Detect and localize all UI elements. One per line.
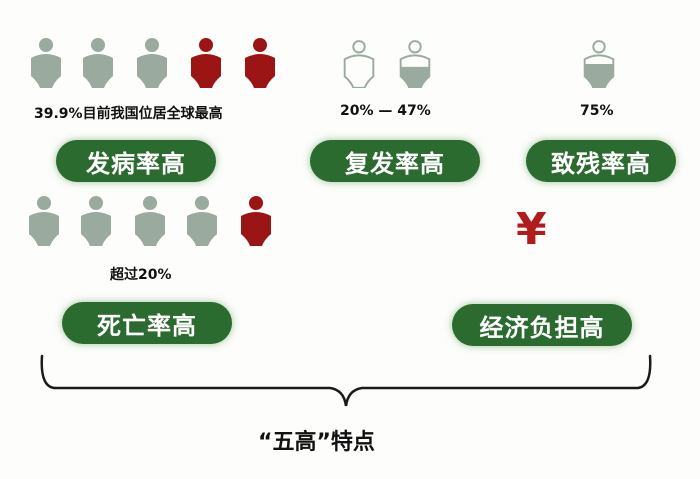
person-red-icon bbox=[184, 36, 228, 88]
yen-icon: ¥ bbox=[516, 204, 547, 255]
person-half-icon bbox=[578, 38, 620, 88]
mortality-stat: 超过20% bbox=[110, 267, 172, 283]
disability-stat: 75% bbox=[580, 103, 614, 119]
brace-divider bbox=[40, 354, 652, 407]
disability-label: 致残率高 bbox=[526, 140, 676, 182]
economic-label: 经济负担高 bbox=[452, 304, 632, 346]
person-gray-icon bbox=[24, 36, 68, 88]
person-red-icon bbox=[238, 36, 282, 88]
recurrence-label: 复发率高 bbox=[310, 140, 480, 182]
person-outline-icon bbox=[338, 38, 380, 88]
person-gray-icon bbox=[76, 36, 120, 88]
person-gray-icon bbox=[22, 194, 66, 246]
person-gray-icon bbox=[180, 194, 224, 246]
person-gray-icon bbox=[128, 194, 172, 246]
incidence-stat: 39.9%目前我国位居全球最高 bbox=[34, 106, 223, 122]
person-red-icon bbox=[234, 194, 278, 246]
person-gray-icon bbox=[130, 36, 174, 88]
person-half-icon bbox=[394, 38, 436, 88]
person-gray-icon bbox=[74, 194, 118, 246]
summary-title: “五高”特点 bbox=[258, 430, 375, 455]
recurrence-stat: 20% — 47% bbox=[340, 103, 431, 119]
mortality-label: 死亡率高 bbox=[62, 302, 232, 344]
incidence-label: 发病率高 bbox=[56, 140, 216, 182]
